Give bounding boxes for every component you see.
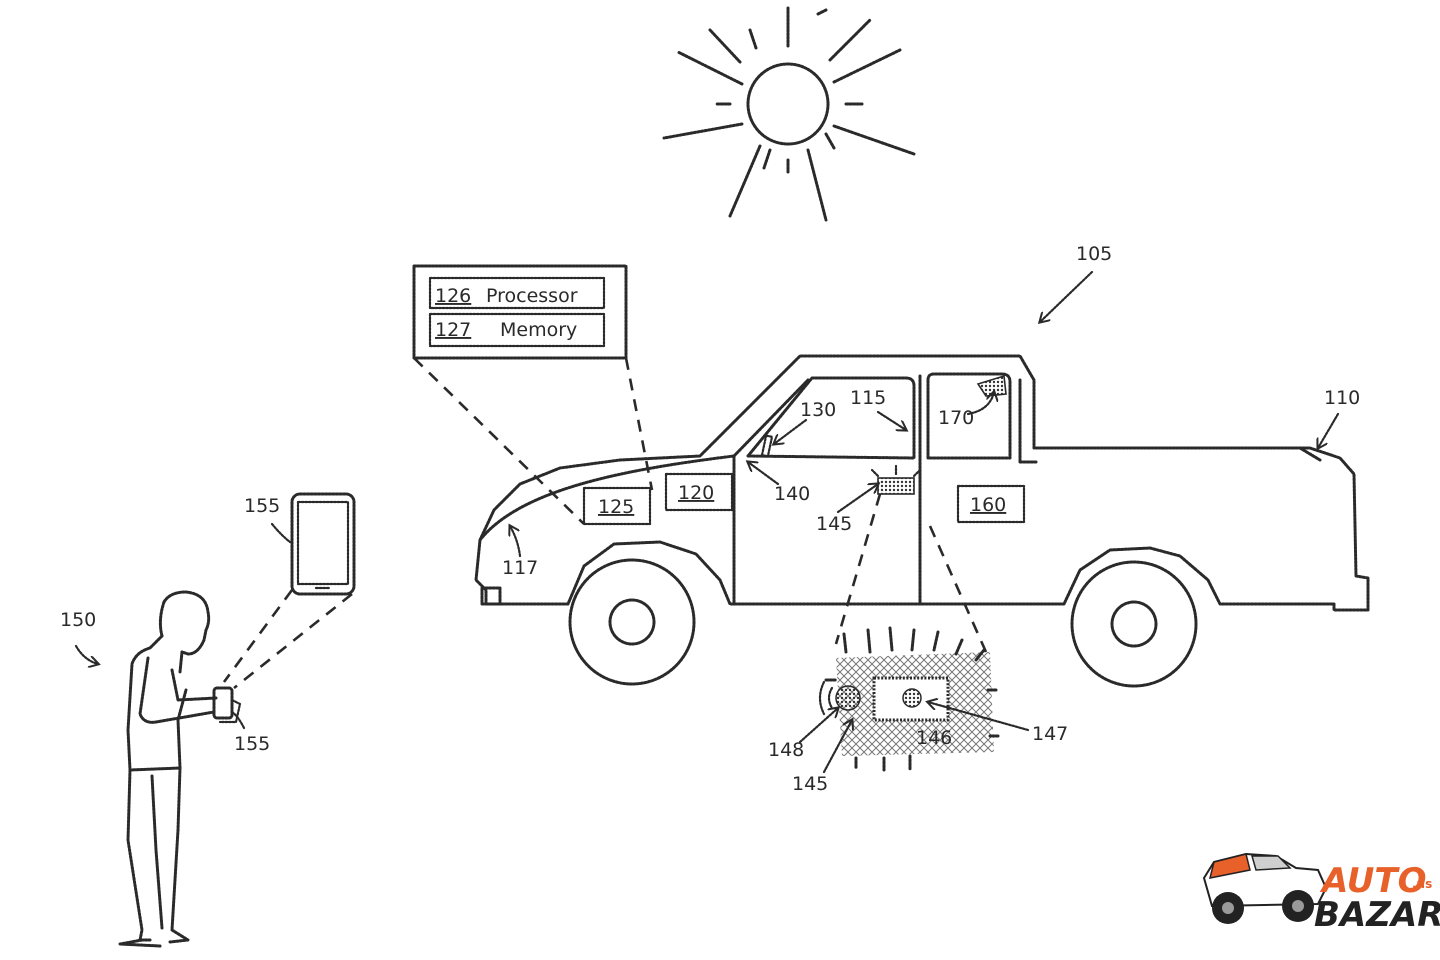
logo-word-bazar: BAZAR (1314, 895, 1440, 935)
memory-label: Memory (500, 319, 577, 341)
processor-label: Processor (486, 285, 578, 307)
sun-icon (664, 8, 914, 220)
ref-120: 120 (678, 482, 714, 504)
processor-ref: 126 (435, 285, 471, 307)
controller-callout: 126 Processor 127 Memory (414, 266, 652, 524)
ref-155-top: 155 (244, 495, 280, 517)
ref-170: 170 (938, 407, 974, 429)
ref-150: 150 (60, 609, 96, 631)
ref-148: 148 (768, 739, 804, 761)
user-figure (120, 592, 240, 946)
ref-125: 125 (598, 496, 634, 518)
memory-ref: 127 (435, 319, 471, 341)
ref-130: 130 (800, 399, 836, 421)
ref-145-top: 145 (816, 513, 852, 535)
ground-projection: 146 (820, 628, 998, 770)
ref-155-hand: 155 (234, 733, 270, 755)
phone-icon (224, 494, 354, 688)
ref-105: 105 (1076, 243, 1112, 265)
ref-117: 117 (502, 557, 538, 579)
autobazar-logo: AUTO BAZAR .us (1204, 854, 1440, 935)
ref-147: 147 (1032, 723, 1068, 745)
light-projection (836, 494, 986, 652)
ref-115: 115 (850, 387, 886, 409)
ref-140: 140 (774, 483, 810, 505)
ref-146: 146 (916, 727, 952, 749)
ref-160: 160 (970, 494, 1006, 516)
ref-110: 110 (1324, 387, 1360, 409)
reference-labels: 105 110 115 117 130 140 145 170 147 148 … (60, 243, 1360, 795)
ref-145-bottom: 145 (792, 773, 828, 795)
logo-suffix: .us (1412, 877, 1432, 891)
pickup-truck: 125 120 160 (476, 356, 1368, 686)
